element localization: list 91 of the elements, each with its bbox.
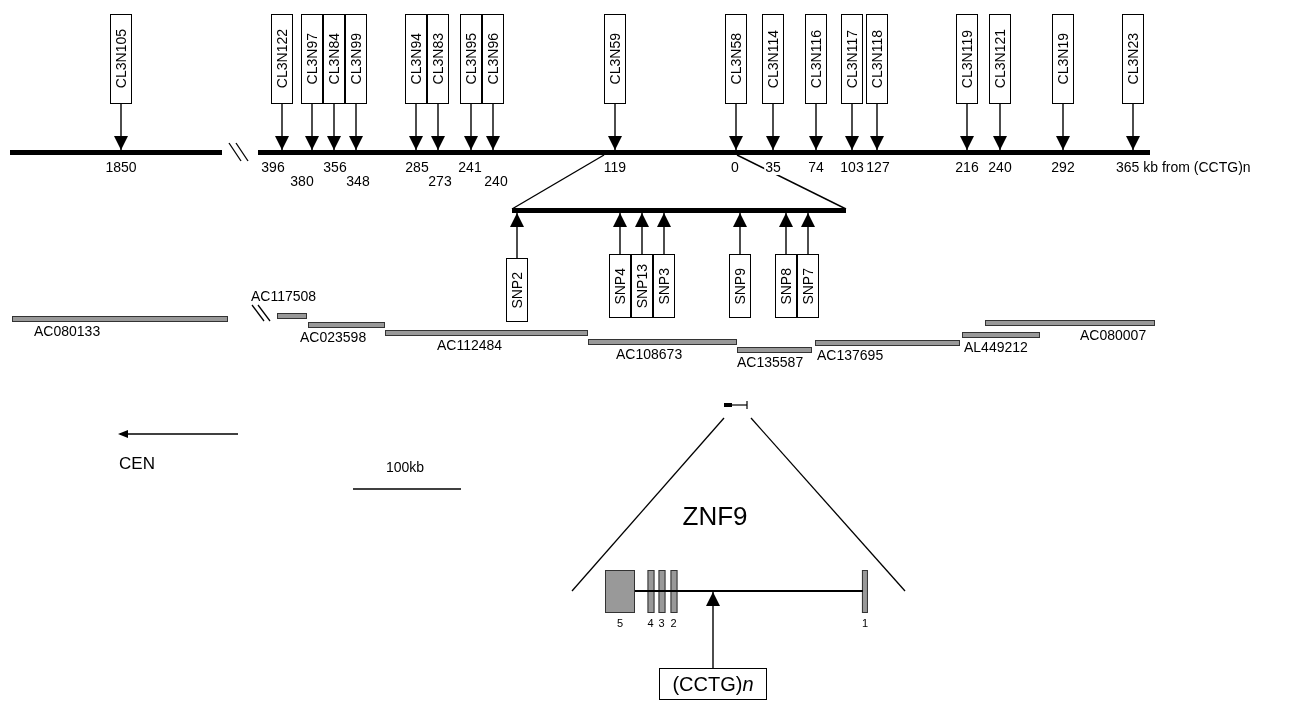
snp-box: SNP7 bbox=[797, 254, 819, 318]
marker-box: CL3N94 bbox=[405, 14, 427, 104]
snp-box: SNP13 bbox=[631, 254, 653, 318]
arrow bbox=[510, 212, 524, 259]
arrow bbox=[1056, 103, 1070, 151]
position-label: 35 bbox=[764, 160, 782, 175]
marker-box: CL3N122 bbox=[271, 14, 293, 104]
exon-number: 3 bbox=[658, 618, 665, 629]
snp-box: SNP4 bbox=[609, 254, 631, 318]
contig-label: AC080007 bbox=[1080, 328, 1147, 342]
arrow bbox=[608, 103, 622, 151]
arrow bbox=[327, 103, 341, 151]
position-label: 103 bbox=[839, 160, 865, 175]
arrow bbox=[845, 103, 859, 151]
marker-box: CL3N96 bbox=[482, 14, 504, 104]
arrow bbox=[733, 212, 747, 255]
contig-label: AL449212 bbox=[964, 340, 1028, 354]
marker-box: CL3N119 bbox=[956, 14, 978, 104]
marker-box: CL3N114 bbox=[762, 14, 784, 104]
position-label: 119 bbox=[602, 160, 628, 175]
exon-number: 4 bbox=[647, 618, 654, 629]
contig-label: AC023598 bbox=[300, 330, 367, 344]
expansion-line bbox=[511, 154, 605, 210]
marker-box: CL3N97 bbox=[301, 14, 323, 104]
marker-box: CL3N95 bbox=[460, 14, 482, 104]
arrow bbox=[409, 103, 423, 151]
position-label: 241 bbox=[457, 160, 483, 175]
arrow bbox=[960, 103, 974, 151]
arrow bbox=[275, 103, 289, 151]
marker-box: CL3N59 bbox=[604, 14, 626, 104]
snp-box: SNP9 bbox=[729, 254, 751, 318]
position-label: 74 bbox=[807, 160, 825, 175]
contig-label: AC108673 bbox=[616, 347, 683, 361]
arrow bbox=[613, 212, 627, 255]
expansion-line bbox=[736, 154, 847, 210]
position-label: 1850 bbox=[104, 160, 138, 175]
arrow bbox=[431, 103, 445, 151]
arrow bbox=[464, 103, 478, 151]
marker-box: CL3N121 bbox=[989, 14, 1011, 104]
arrow bbox=[779, 212, 793, 255]
arrow bbox=[657, 212, 671, 255]
contig-label: AC135587 bbox=[737, 355, 804, 369]
exon-number: 2 bbox=[670, 618, 677, 629]
marker-box: CL3N105 bbox=[110, 14, 132, 104]
position-label: 0 bbox=[730, 160, 740, 175]
contig-label: AC112484 bbox=[437, 338, 503, 352]
intron-line bbox=[635, 590, 863, 592]
position-label: 348 bbox=[345, 174, 371, 189]
marker-box: CL3N23 bbox=[1122, 14, 1144, 104]
arrow bbox=[766, 103, 780, 151]
marker-box: CL3N116 bbox=[805, 14, 827, 104]
marker-box: CL3N117 bbox=[841, 14, 863, 104]
snp-box: SNP2 bbox=[506, 258, 528, 322]
marker-box: CL3N99 bbox=[345, 14, 367, 104]
contig-label: AC117508 bbox=[251, 289, 317, 303]
marker-box: CL3N84 bbox=[323, 14, 345, 104]
scale-label: 100kb bbox=[384, 460, 426, 475]
contig-label: AC080133 bbox=[34, 324, 101, 338]
position-label: 285 bbox=[404, 160, 430, 175]
repeat-box: (CCTG)n bbox=[659, 668, 767, 700]
position-label: 396 bbox=[260, 160, 286, 175]
arrow bbox=[305, 103, 319, 151]
arrow bbox=[114, 103, 128, 151]
position-label: 216 bbox=[954, 160, 980, 175]
arrow bbox=[1126, 103, 1140, 151]
exon-number: 1 bbox=[861, 618, 869, 629]
arrow bbox=[801, 212, 815, 255]
marker-box: CL3N118 bbox=[866, 14, 888, 104]
position-label: 365 kb from (CCTG)n bbox=[1115, 160, 1252, 175]
arrow bbox=[706, 591, 720, 669]
arrow bbox=[809, 103, 823, 151]
arrow bbox=[993, 103, 1007, 151]
position-label: 356 bbox=[322, 160, 348, 175]
position-label: 292 bbox=[1050, 160, 1076, 175]
marker-box: CL3N83 bbox=[427, 14, 449, 104]
position-label: 240 bbox=[987, 160, 1013, 175]
arrow bbox=[635, 212, 649, 255]
arrow bbox=[349, 103, 363, 151]
exon-number: 5 bbox=[616, 618, 624, 629]
arrow bbox=[870, 103, 884, 151]
snp-box: SNP3 bbox=[653, 254, 675, 318]
position-label: 380 bbox=[289, 174, 315, 189]
marker-box: CL3N58 bbox=[725, 14, 747, 104]
snp-box: SNP8 bbox=[775, 254, 797, 318]
contig-label: AC137695 bbox=[817, 348, 884, 362]
marker-box: CL3N19 bbox=[1052, 14, 1074, 104]
position-label: 273 bbox=[427, 174, 453, 189]
position-label: 240 bbox=[483, 174, 509, 189]
position-label: 127 bbox=[865, 160, 891, 175]
arrow bbox=[729, 103, 743, 151]
arrow bbox=[486, 103, 500, 151]
